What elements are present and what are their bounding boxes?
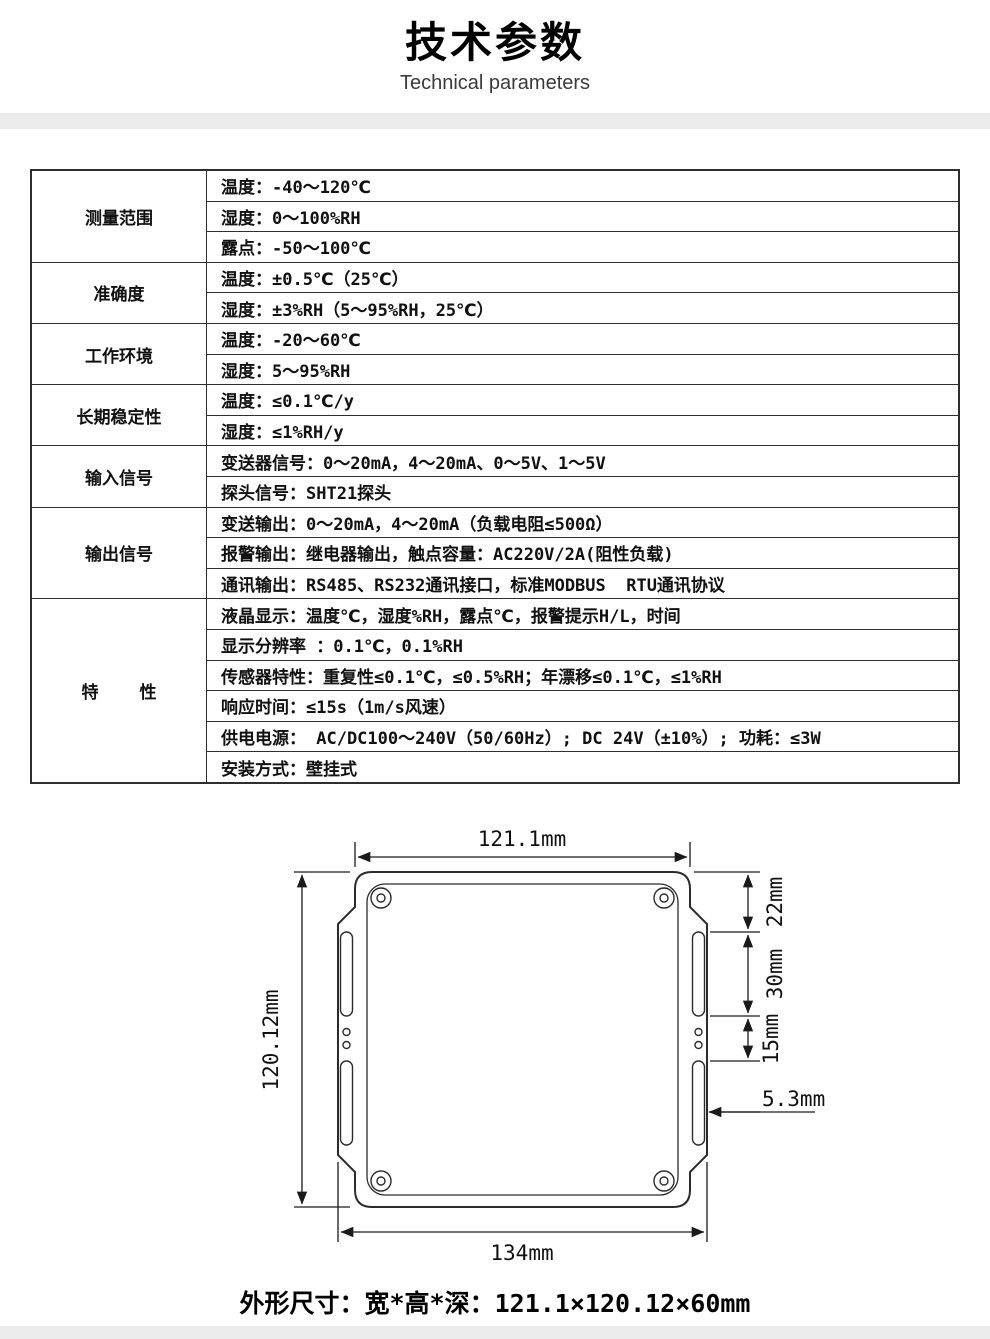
page-subtitle: Technical parameters (399, 72, 591, 95)
dim-label-bottom-width: 134mm (490, 1241, 553, 1265)
category-cell: 输入信号 (30, 445, 207, 508)
table-row: 安装方式：壁挂式 (31, 751, 960, 784)
table-row: 通讯输出：RS485、RS232通讯接口，标准MODBUS RTU通讯协议 (31, 567, 960, 600)
category-cell: 长期稳定性 (30, 384, 207, 447)
category-cell: 输出信号 (30, 506, 207, 600)
dim-label-slot-width: 5.3mm (762, 1087, 825, 1111)
table-row: 长期稳定性温度：≤0.1℃/y (30, 384, 960, 447)
page-title: 技术参数 (404, 18, 585, 67)
header: 技术参数 Technical parameters (0, 0, 990, 113)
enclosure-body (337, 870, 708, 1208)
divider-band-bottom (0, 1326, 990, 1339)
value-cell: 显示分辨率 ：0.1℃，0.1%RH (206, 628, 960, 661)
value-cell: 露点：-50～100℃ (206, 231, 960, 263)
value-cell: 安装方式：壁挂式 (206, 751, 960, 784)
table-row: 露点：-50～100℃ (31, 231, 960, 263)
value-cell: 变送输出：0～20mA，4～20mA（负载电阻≤500Ω） (206, 506, 960, 539)
category-cell: 工作环境 (30, 322, 207, 386)
corner-screw-icon (370, 887, 675, 1192)
dim-label-right-15: 15mm (759, 1014, 783, 1065)
table-row: 输出信号变送输出：0～20mA，4～20mA（负载电阻≤500Ω） (30, 506, 960, 600)
table-row: 湿度：0～100%RH (31, 200, 960, 233)
dim-label-right-30: 30mm (763, 949, 787, 1000)
value-cell: 湿度：0～100%RH (206, 200, 960, 233)
table-row: 湿度：5～95%RH (31, 353, 960, 386)
value-cell: 湿度：±3%RH（5～95%RH，25℃） (206, 292, 960, 324)
enclosure-inner-panel (366, 883, 679, 1196)
value-cell: 温度：≤0.1℃/y (206, 384, 960, 416)
device-outline (337, 870, 708, 1208)
device-drawing: 121.1mm 120.12mm 22mm 30mm 15mm 5.3mm 13… (259, 827, 825, 1265)
table-row: 探头信号：SHT21探头 (31, 475, 960, 508)
value-cell: 报警输出：继电器输出，触点容量：AC220V/2A(阻性负载) (206, 537, 960, 569)
value-cell: 湿度：≤1%RH/y (206, 414, 960, 447)
value-cell: 响应时间：≤15s（1m/s风速） (206, 690, 960, 722)
table-row: 准确度温度：±0.5℃（25℃） (30, 261, 960, 324)
value-cell: 传感器特性：重复性≤0.1℃，≤0.5%RH；年漂移≤0.1℃，≤1%RH (206, 659, 960, 692)
value-cell: 温度：-40～120℃ (206, 169, 960, 202)
value-cell: 供电电源： AC/DC100～240V（50/60Hz）; DC 24V（±10… (206, 720, 960, 753)
value-cell: 湿度：5～95%RH (206, 353, 960, 386)
value-cell: 探头信号：SHT21探头 (206, 475, 960, 508)
table-row: 报警输出：继电器输出，触点容量：AC220V/2A(阻性负载) (31, 537, 960, 569)
dim-label-right-22: 22mm (763, 877, 787, 928)
mounting-slots (339, 931, 706, 1146)
table-row: 输入信号变送器信号：0～20mA，4～20mA、0～5V、1～5V (30, 445, 960, 508)
table-row: 测量范围温度：-40～120℃ (30, 169, 960, 263)
outline-size-text: 外形尺寸：宽*高*深：121.1×120.12×60mm (239, 1288, 751, 1318)
dim-label-top-width: 121.1mm (478, 827, 567, 851)
value-cell: 通讯输出：RS485、RS232通讯接口，标准MODBUS RTU通讯协议 (206, 567, 960, 600)
table-row: 工作环境温度：-20～60℃ (30, 322, 960, 386)
value-cell: 温度：-20～60℃ (206, 322, 960, 355)
dimension-lines (294, 841, 815, 1242)
category-cell: 准确度 (30, 261, 207, 324)
category-cell: 特 性 (30, 598, 207, 784)
dimension-diagram: 121.1mm 120.12mm 22mm 30mm 15mm 5.3mm 13… (0, 812, 990, 1282)
table-row: 特 性液晶显示：温度℃，湿度%RH，露点℃，报警提示H/L，时间 (30, 598, 960, 784)
category-cell: 测量范围 (30, 169, 207, 263)
table-row: 传感器特性：重复性≤0.1℃，≤0.5%RH；年漂移≤0.1℃，≤1%RH (31, 659, 960, 692)
value-cell: 变送器信号：0～20mA，4～20mA、0～5V、1～5V (206, 445, 960, 477)
value-cell: 液晶显示：温度℃，湿度%RH，露点℃，报警提示H/L，时间 (206, 598, 960, 630)
value-cell: 温度：±0.5℃（25℃） (206, 261, 960, 294)
divider-band-top (0, 113, 990, 129)
dim-label-left-height: 120.12mm (259, 989, 283, 1090)
